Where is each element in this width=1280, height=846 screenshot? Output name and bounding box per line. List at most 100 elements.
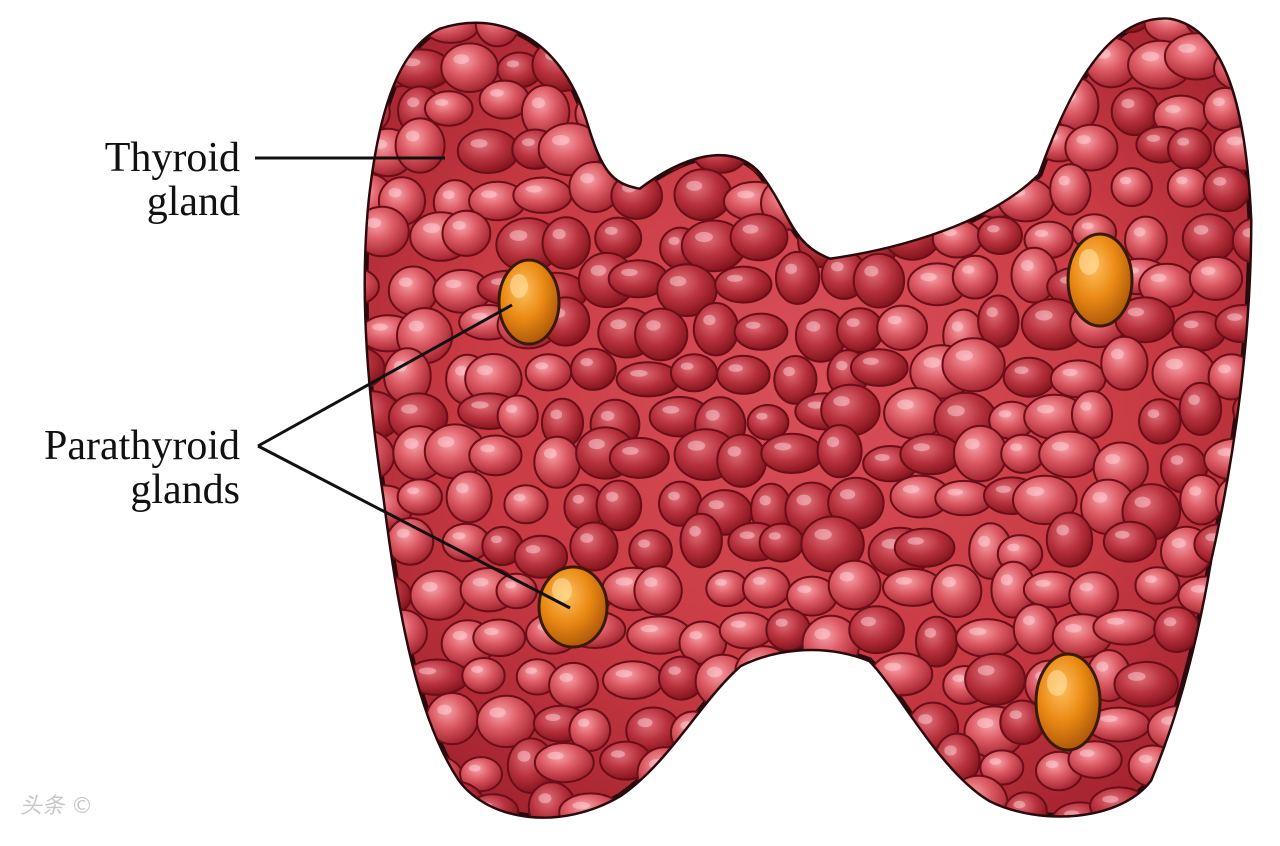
follicle-highlight	[962, 265, 975, 274]
follicle-highlight	[366, 217, 382, 228]
follicle-highlight	[545, 713, 561, 722]
follicle-cell	[1124, 215, 1168, 265]
follicle-cell	[568, 708, 612, 753]
follicle-highlight	[522, 138, 535, 147]
follicle-cell	[396, 478, 443, 516]
follicle-highlight	[728, 364, 743, 372]
follicle-highlight	[1212, 619, 1227, 629]
follicle-highlight	[851, 232, 868, 243]
follicle-cell	[365, 345, 386, 391]
follicle-highlight	[547, 751, 564, 760]
follicle-highlight	[638, 539, 651, 548]
follicle-highlight	[769, 94, 783, 104]
follicle-highlight	[341, 528, 358, 536]
follicle-highlight	[969, 627, 987, 636]
follicle-highlight	[588, 438, 605, 450]
follicle-cell	[777, 19, 826, 45]
follicle-highlight	[668, 666, 681, 675]
follicle-highlight	[390, 0, 407, 9]
follicle-cell	[461, 657, 506, 695]
follicle-highlight	[913, 443, 930, 452]
follicle-cell	[746, 404, 790, 441]
follicle-cell	[816, 424, 863, 479]
follicle-highlight	[739, 531, 755, 539]
follicle-cell	[773, 355, 818, 405]
follicle-highlight	[585, 19, 599, 25]
follicle-highlight	[836, 360, 848, 371]
follicle-highlight	[1199, 717, 1215, 728]
follicle-cell	[977, 215, 1023, 255]
follicle-cell	[472, 618, 527, 658]
follicle-highlight	[989, 758, 1002, 765]
follicle-cell	[729, 213, 789, 262]
follicle-cell	[595, 479, 643, 532]
follicle-cell	[662, 84, 718, 128]
follicle-highlight	[727, 446, 742, 457]
follicle-cell	[512, 176, 573, 214]
follicle-highlight	[1183, 320, 1199, 329]
follicle-highlight	[401, 404, 418, 414]
follicle-highlight	[707, 666, 723, 678]
follicle-highlight	[489, 707, 506, 718]
follicle-highlight	[859, 131, 871, 143]
follicle-cell	[635, 89, 680, 129]
follicle-cell	[365, 787, 390, 817]
follicle-highlight	[1037, 404, 1055, 414]
follicle-highlight	[1096, 661, 1109, 672]
follicle-highlight	[610, 319, 627, 330]
follicle-highlight	[387, 620, 402, 630]
follicle-highlight	[1177, 137, 1190, 146]
follicle-highlight	[572, 494, 585, 504]
follicle-cell	[1045, 511, 1094, 568]
follicle-highlight	[1127, 307, 1145, 317]
follicle-highlight	[437, 704, 452, 715]
follicle-cell	[668, 778, 725, 817]
follicle-highlight	[477, 365, 493, 376]
follicle-cell	[1153, 606, 1201, 653]
follicle-highlight	[846, 318, 860, 327]
follicle-highlight	[1200, 266, 1216, 276]
follicle-highlight	[907, 537, 924, 545]
follicle-cell	[409, 570, 467, 621]
follicle-cell	[777, 123, 831, 174]
follicle-highlight	[856, 759, 871, 771]
follicle-cell	[541, 216, 591, 270]
follicle-highlight	[687, 440, 706, 451]
parathyroid-label-line1: Parathyroid	[44, 423, 240, 469]
follicle-cell	[1200, 608, 1250, 656]
follicle-highlight	[932, 5, 946, 14]
follicle-highlight	[752, 576, 766, 585]
follicle-cell	[384, 787, 435, 817]
follicle-highlight	[864, 0, 878, 8]
follicle-cell	[840, 41, 891, 79]
follicle-highlight	[977, 717, 994, 729]
follicle-highlight	[668, 236, 680, 245]
follicle-highlight	[768, 532, 781, 540]
follicle-highlight	[580, 358, 593, 367]
follicle-cell	[445, 470, 493, 524]
follicle-highlight	[951, 321, 964, 332]
watermark-logo-icon: 头条 ©	[20, 794, 93, 819]
follicle-cell	[365, 617, 383, 656]
follicle-cell	[934, 39, 986, 87]
follicle-highlight	[1062, 368, 1078, 377]
follicle-highlight	[372, 139, 388, 149]
follicle-highlight	[783, 366, 795, 377]
follicle-highlight	[506, 404, 518, 413]
follicle-cell	[503, 484, 549, 525]
follicle-highlight	[1161, 716, 1179, 726]
follicle-highlight	[978, 535, 991, 547]
follicle-cell	[597, 32, 647, 80]
follicle-highlight	[964, 438, 980, 450]
follicle-highlight	[799, 666, 815, 677]
follicle-highlight	[381, 715, 398, 726]
follicle-cell	[1012, 474, 1078, 526]
follicle-cell	[1178, 381, 1223, 436]
follicle-highlight	[584, 102, 597, 111]
follicle-cell	[852, 252, 906, 309]
follicle-highlight	[509, 230, 528, 241]
follicle-highlight	[1221, 796, 1235, 806]
follicle-highlight	[404, 438, 419, 449]
follicle-cell	[425, 692, 479, 746]
follicle-cell	[880, 749, 946, 802]
